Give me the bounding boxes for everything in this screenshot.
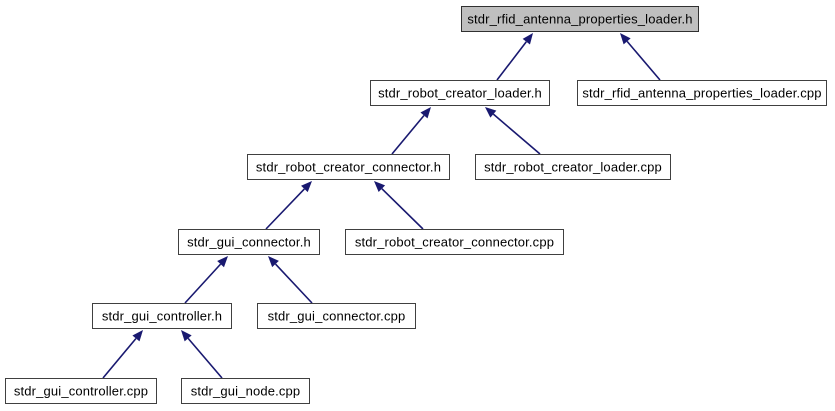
graph-node-n10[interactable]: stdr_gui_node.cpp bbox=[181, 378, 310, 404]
graph-node-n8[interactable]: stdr_gui_connector.cpp bbox=[257, 303, 416, 329]
graph-node-n1[interactable]: stdr_robot_creator_loader.h bbox=[370, 80, 550, 106]
graph-node-label: stdr_robot_creator_loader.cpp bbox=[484, 159, 662, 174]
graph-node-n4[interactable]: stdr_robot_creator_loader.cpp bbox=[475, 154, 671, 180]
graph-node-n0[interactable]: stdr_rfid_antenna_properties_loader.h bbox=[461, 6, 699, 32]
graph-node-label: stdr_robot_creator_connector.cpp bbox=[354, 234, 555, 249]
graph-node-label: stdr_gui_node.cpp bbox=[190, 383, 301, 398]
graph-node-n5[interactable]: stdr_gui_connector.h bbox=[178, 229, 320, 255]
graph-node-label: stdr_robot_creator_connector.h bbox=[255, 159, 442, 174]
graph-node-n9[interactable]: stdr_gui_controller.cpp bbox=[5, 378, 157, 404]
graph-node-n3[interactable]: stdr_robot_creator_connector.h bbox=[247, 154, 450, 180]
graph-node-n2[interactable]: stdr_rfid_antenna_properties_loader.cpp bbox=[577, 80, 827, 106]
graph-node-label: stdr_rfid_antenna_properties_loader.h bbox=[467, 11, 693, 26]
graph-node-label: stdr_rfid_antenna_properties_loader.cpp bbox=[582, 85, 822, 100]
graph-node-label: stdr_gui_connector.cpp bbox=[267, 308, 406, 323]
graph-node-label: stdr_gui_controller.h bbox=[101, 308, 223, 323]
graph-node-label: stdr_gui_controller.cpp bbox=[13, 383, 149, 398]
graph-node-label: stdr_robot_creator_loader.h bbox=[378, 85, 542, 100]
graph-node-n6[interactable]: stdr_robot_creator_connector.cpp bbox=[345, 229, 564, 255]
graph-node-label: stdr_gui_connector.h bbox=[187, 234, 311, 249]
graph-node-n7[interactable]: stdr_gui_controller.h bbox=[92, 303, 232, 329]
